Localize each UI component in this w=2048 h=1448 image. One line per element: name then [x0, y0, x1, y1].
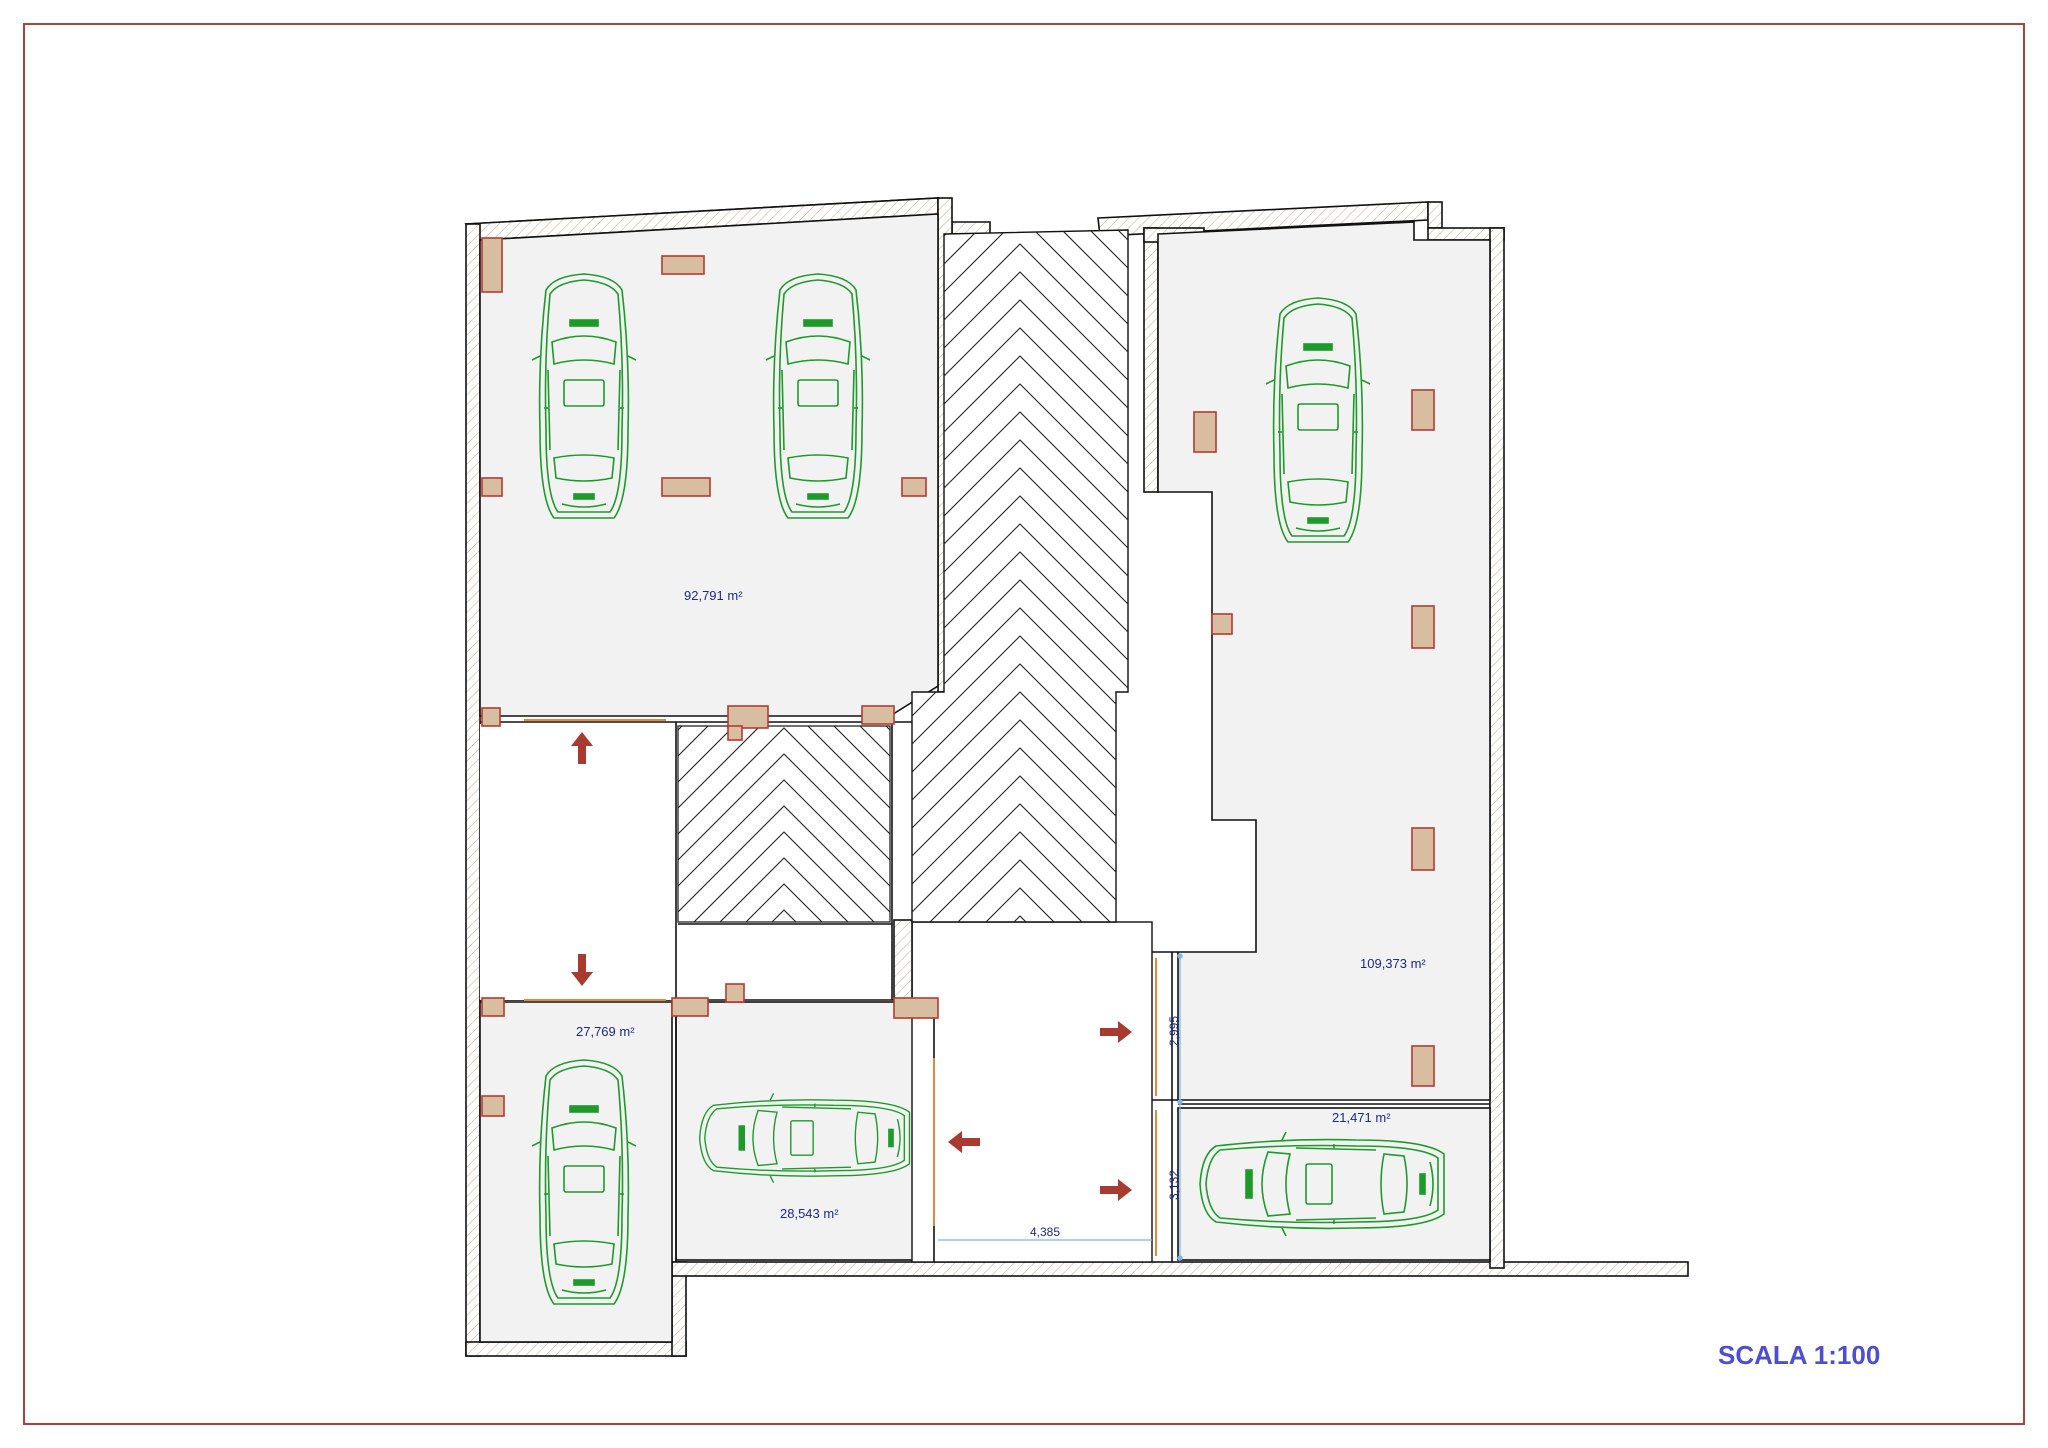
scale-label: SCALA 1:100	[1718, 1340, 1880, 1370]
room-c-area: 27,769 m²	[576, 1024, 635, 1039]
pillars[interactable]	[481, 237, 1435, 1117]
pillar-icon	[1193, 411, 1217, 453]
ramp-secondary	[677, 725, 891, 923]
pillar-icon	[661, 255, 705, 275]
room-a-floor	[479, 213, 939, 717]
pillar-icon	[727, 705, 769, 729]
room-e-floor	[1177, 1107, 1491, 1261]
pillar-icon	[893, 997, 939, 1019]
dimension-label-3: 4,385	[1030, 1225, 1060, 1239]
dimension-label-2: 3,132	[1167, 1170, 1181, 1200]
room-e-area: 21,471 m²	[1332, 1110, 1391, 1125]
pillar-icon	[481, 1095, 505, 1117]
pillar-icon	[481, 707, 501, 727]
pillar-icon	[671, 997, 709, 1017]
room-b-floor	[1157, 221, 1491, 1101]
pillar-icon	[481, 477, 503, 497]
room-a-area: 92,791 m²	[684, 588, 743, 603]
pillar-icon	[725, 983, 745, 1003]
room-d-area: 28,543 m²	[780, 1206, 839, 1221]
pillar-icon	[1411, 827, 1435, 871]
doors	[524, 719, 1157, 1256]
room-c-floor	[479, 999, 673, 1343]
pillar-icon	[1411, 1045, 1435, 1087]
pillar-icon	[1211, 613, 1233, 635]
ramp-main	[911, 229, 1129, 923]
pillar-icon	[861, 705, 895, 725]
pillar-icon	[727, 725, 743, 741]
pillar-icon	[1411, 605, 1435, 649]
dimension-label-1: 2,995	[1167, 1016, 1181, 1046]
pillar-icon	[481, 237, 503, 293]
room-b-area: 109,373 m²	[1360, 956, 1426, 971]
pillar-icon	[1411, 389, 1435, 431]
pillar-icon	[481, 997, 505, 1017]
sheet-frame	[23, 23, 2025, 1425]
floor-areas	[479, 213, 1491, 1343]
dimension-labels: 2,995 3,132 4,385	[1030, 1016, 1181, 1239]
room-d-floor	[675, 1001, 935, 1261]
dimension-lines	[938, 953, 1183, 1261]
corridor-lower	[911, 921, 1153, 1263]
pillar-icon	[901, 477, 927, 497]
area-labels: 92,791 m² 109,373 m² 27,769 m² 28,543 m²…	[576, 588, 1426, 1221]
pillar-icon	[661, 477, 711, 497]
